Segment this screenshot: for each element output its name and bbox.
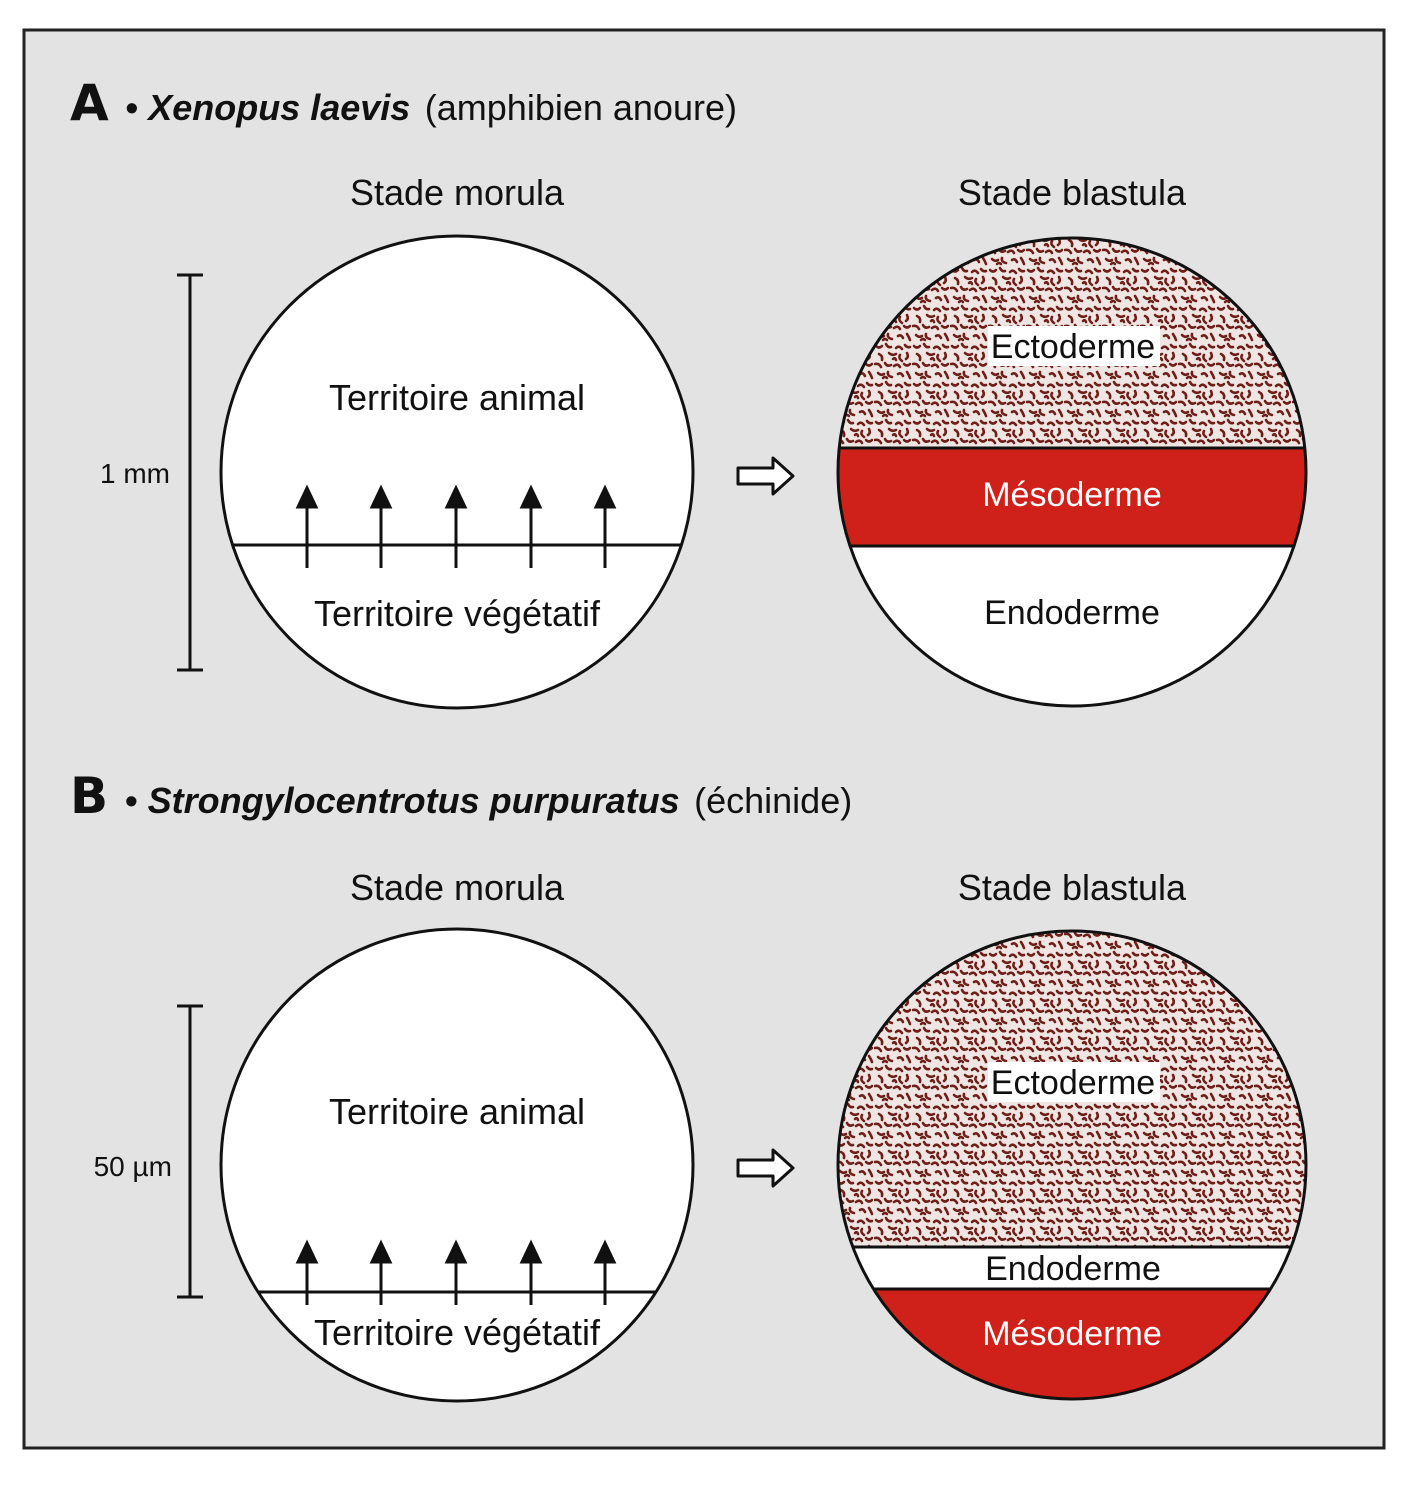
panel-b-animal-label: Territoire animal	[329, 1091, 585, 1132]
induction-arrow-icon	[593, 484, 617, 568]
panel-a-species: Xenopus laevis	[146, 87, 410, 128]
panel-b-ectoderm-label: Ectoderme	[991, 1064, 1155, 1102]
panel-a-morula: Territoire animal Territoire végétatif	[219, 234, 695, 710]
panel-a-ectoderm-label-bg	[988, 326, 1160, 366]
panel-a-vegetal-label: Territoire végétatif	[314, 593, 601, 634]
panel-a-heading: A • Xenopus laevis (amphibien anoure)	[70, 74, 737, 132]
panel-b-heading: B • Strongylocentrotus purpuratus (échin…	[70, 767, 852, 825]
panel-a-mesoderm-label: Mésoderme	[982, 476, 1162, 514]
panel-b-endoderm-label: Endoderme	[985, 1250, 1161, 1288]
panel-a-induction-arrows	[295, 484, 617, 568]
panel-a-ectoderm-label: Ectoderme	[991, 328, 1155, 366]
induction-arrow-icon	[444, 1239, 468, 1305]
panel-a-letter: A	[70, 74, 109, 132]
panel-b-blastula: Ectoderme Endoderme Mésoderme	[836, 929, 1308, 1401]
panel-b-transition-arrow-icon	[736, 1148, 795, 1188]
panel-a-mesoderm-region	[838, 448, 1306, 546]
induction-arrow-icon	[369, 484, 393, 568]
induction-arrow-icon	[519, 1239, 543, 1305]
induction-arrow-icon	[295, 484, 319, 568]
induction-arrow-icon	[369, 1239, 393, 1305]
panel-b-mesoderm-label: Mésoderme	[982, 1315, 1162, 1353]
panel-b-bullet: •	[125, 780, 138, 821]
panel-b: B • Strongylocentrotus purpuratus (échin…	[70, 767, 1308, 1403]
panel-b-scale-bar	[177, 1004, 203, 1299]
panel-b-endoderm-region	[838, 1247, 1306, 1289]
panel-a-transition-arrow-icon	[736, 456, 795, 496]
panel-b-species: Strongylocentrotus purpuratus	[148, 780, 680, 821]
panel-a-morula-title: Stade morula	[350, 172, 565, 213]
induction-arrow-icon	[444, 484, 468, 568]
panel-b-scale-label: 50 µm	[94, 1151, 172, 1182]
panel-a-animal-label: Territoire animal	[329, 377, 585, 418]
panel-b-vegetal-label: Territoire végétatif	[314, 1312, 601, 1353]
panel-b-induction-arrows	[295, 1239, 617, 1305]
panel-a-scale-label: 1 mm	[100, 458, 170, 489]
panel-a-endoderm-label: Endoderme	[984, 594, 1160, 632]
panel-b-letter: B	[70, 767, 108, 825]
panel-b-blastula-title: Stade blastula	[958, 867, 1187, 908]
panel-b-morula-title: Stade morula	[350, 867, 565, 908]
induction-arrow-icon	[593, 1239, 617, 1305]
panel-b-ectoderm-label-bg	[988, 1062, 1160, 1102]
induction-arrow-icon	[519, 484, 543, 568]
panel-a-scale-bar	[177, 273, 203, 672]
induction-arrow-icon	[295, 1239, 319, 1305]
panel-b-group: (échinide)	[694, 780, 852, 821]
panel-b-morula: Territoire animal Territoire végétatif	[219, 927, 695, 1403]
panel-a-blastula-title: Stade blastula	[958, 172, 1187, 213]
panel-a-group: (amphibien anoure)	[425, 87, 737, 128]
panel-a-bullet: •	[125, 87, 138, 128]
